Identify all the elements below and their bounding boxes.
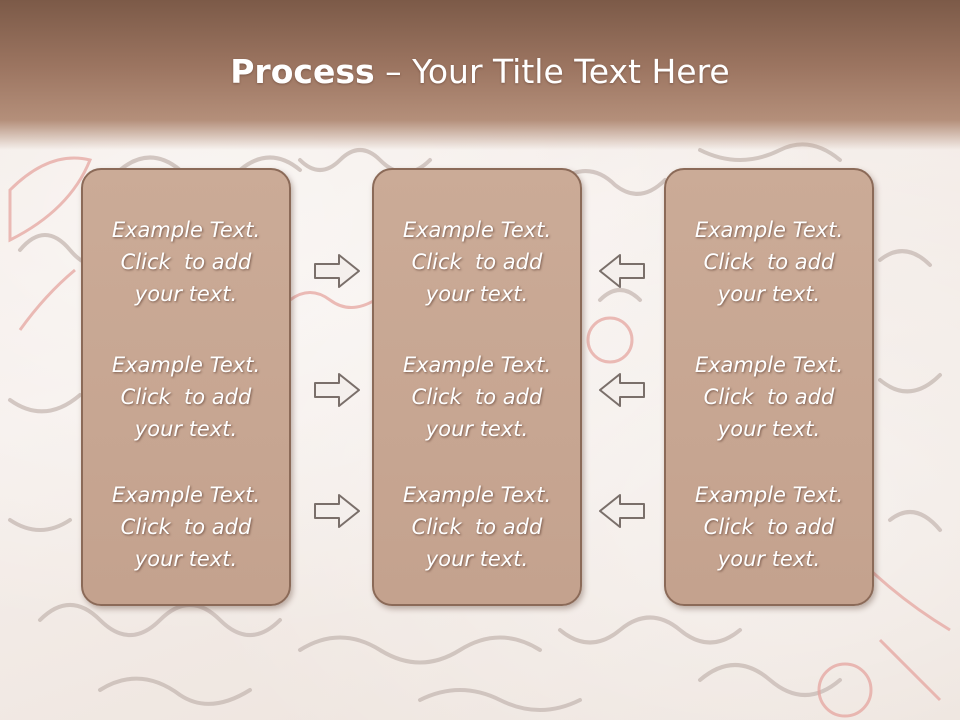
text-line: Example Text. — [402, 483, 552, 507]
title-bold: Process — [230, 52, 375, 91]
text-line: your text. — [425, 417, 529, 441]
text-line: Click to add — [120, 385, 252, 409]
text-block[interactable]: Example Text. Click to add your text. — [374, 349, 580, 445]
text-line: Click to add — [120, 515, 252, 539]
text-line: your text. — [717, 282, 821, 306]
text-block[interactable]: Example Text. Click to add your text. — [83, 349, 289, 445]
arrow-left-icon — [599, 373, 645, 407]
arrow-left-icon — [599, 254, 645, 288]
text-line: Example Text. — [694, 483, 844, 507]
text-line: Click to add — [411, 385, 543, 409]
text-block[interactable]: Example Text. Click to add your text. — [374, 479, 580, 575]
text-line: your text. — [717, 417, 821, 441]
text-block[interactable]: Example Text. Click to add your text. — [666, 214, 872, 310]
text-line: your text. — [425, 282, 529, 306]
text-block[interactable]: Example Text. Click to add your text. — [83, 479, 289, 575]
process-column-1[interactable]: Example Text. Click to add your text. Ex… — [81, 168, 291, 606]
text-block[interactable]: Example Text. Click to add your text. — [666, 479, 872, 575]
text-line: Example Text. — [111, 218, 261, 242]
text-line: your text. — [425, 547, 529, 571]
text-line: Example Text. — [402, 353, 552, 377]
arrow-right-icon — [314, 373, 360, 407]
title-rest: – Your Title Text Here — [374, 52, 730, 91]
text-line: Click to add — [703, 515, 835, 539]
text-line: Example Text. — [111, 483, 261, 507]
text-line: Click to add — [411, 250, 543, 274]
arrow-right-icon — [314, 254, 360, 288]
process-column-2[interactable]: Example Text. Click to add your text. Ex… — [372, 168, 582, 606]
text-line: Click to add — [411, 515, 543, 539]
slide-title[interactable]: Process – Your Title Text Here — [0, 52, 960, 91]
text-line: Click to add — [703, 385, 835, 409]
text-line: Click to add — [703, 250, 835, 274]
text-line: your text. — [134, 282, 238, 306]
text-block[interactable]: Example Text. Click to add your text. — [666, 349, 872, 445]
text-line: your text. — [134, 547, 238, 571]
text-block[interactable]: Example Text. Click to add your text. — [83, 214, 289, 310]
text-line: Example Text. — [111, 353, 261, 377]
arrow-left-icon — [599, 494, 645, 528]
text-block[interactable]: Example Text. Click to add your text. — [374, 214, 580, 310]
process-column-3[interactable]: Example Text. Click to add your text. Ex… — [664, 168, 874, 606]
text-line: Example Text. — [694, 353, 844, 377]
text-line: your text. — [134, 417, 238, 441]
text-line: Example Text. — [694, 218, 844, 242]
text-line: Click to add — [120, 250, 252, 274]
header-band — [0, 0, 960, 150]
text-line: Example Text. — [402, 218, 552, 242]
arrow-right-icon — [314, 494, 360, 528]
text-line: your text. — [717, 547, 821, 571]
